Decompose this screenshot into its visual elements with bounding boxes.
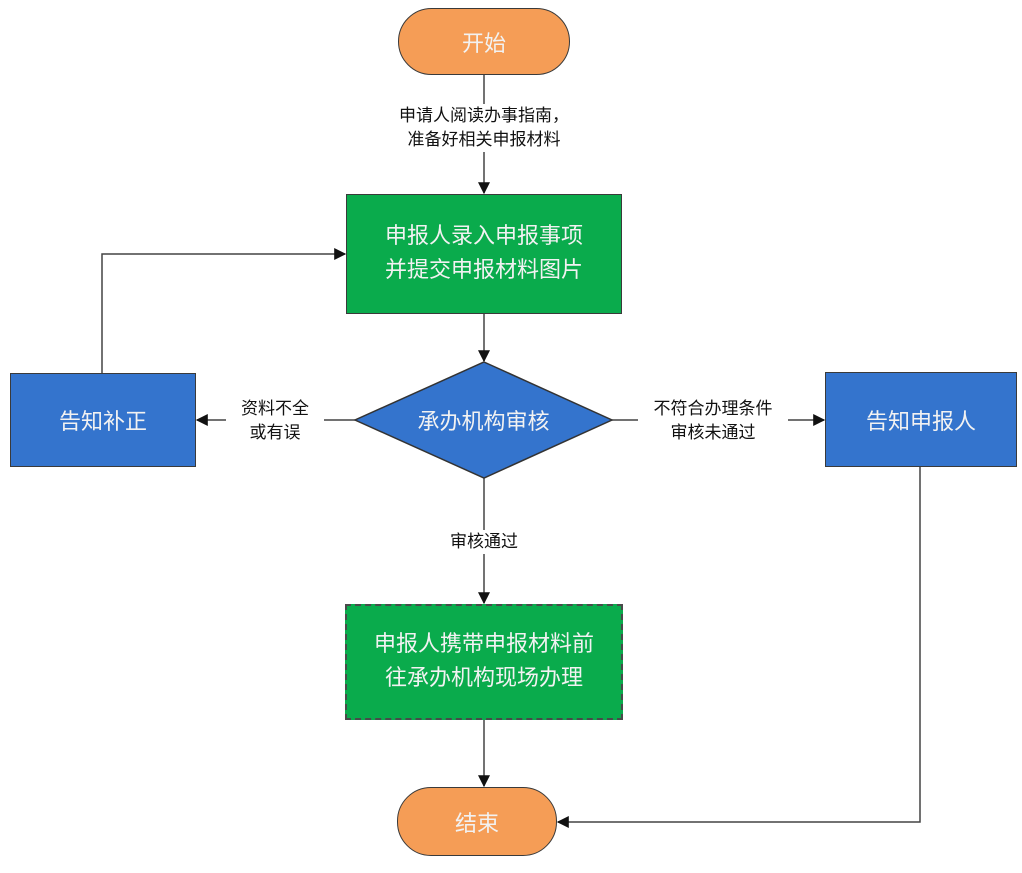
node-end-label: 结束 — [454, 811, 499, 837]
edge-correct-to-submit — [101, 248, 347, 373]
node-onsite: 申报人携带申报材料前 往承办机构现场办理 — [345, 604, 623, 720]
edge-label-line: 资料不全 — [241, 399, 309, 419]
node-notify: 告知申报人 — [825, 372, 1017, 467]
node-correct-label: 告知补正 — [58, 410, 147, 435]
node-submit-label-line1: 申报人录入申报事项 — [384, 224, 583, 249]
edge-label-line: 申请人阅读办事指南， — [399, 106, 569, 126]
node-notify-label: 告知申报人 — [865, 409, 976, 435]
edge-label-line: 审核通过 — [450, 532, 518, 552]
node-submit-label-line2: 并提交申报材料图片 — [384, 258, 583, 283]
node-onsite-label-line1: 申报人携带申报材料前 — [373, 632, 594, 657]
decision-shape — [353, 361, 614, 479]
node-start-label: 开始 — [461, 31, 506, 57]
node-correct: 告知补正 — [10, 373, 196, 467]
edge-label-review-to-notify: 不符合办理条件 审核未通过 — [638, 397, 788, 445]
edge-label-review-to-onsite: 审核通过 — [440, 530, 528, 554]
node-review-label: 承办机构审核 — [417, 410, 550, 435]
node-start: 开始 — [398, 8, 570, 75]
node-review: 承办机构审核 — [355, 362, 612, 478]
node-end: 结束 — [397, 787, 557, 856]
edge-label-line: 不符合办理条件 — [653, 399, 773, 419]
node-submit: 申报人录入申报事项 并提交申报材料图片 — [346, 194, 622, 314]
edge-label-review-to-correct: 资料不全 或有误 — [226, 397, 324, 445]
edge-label-line: 准备好相关申报材料 — [407, 130, 561, 150]
edge-label-line: 审核未通过 — [670, 423, 756, 443]
edge-notify-to-end — [556, 467, 921, 828]
node-onsite-label-line2: 往承办机构现场办理 — [384, 666, 583, 691]
edge-label-line: 或有误 — [249, 423, 301, 443]
edge-label-start-to-submit: 申请人阅读办事指南， 准备好相关申报材料 — [370, 104, 598, 152]
